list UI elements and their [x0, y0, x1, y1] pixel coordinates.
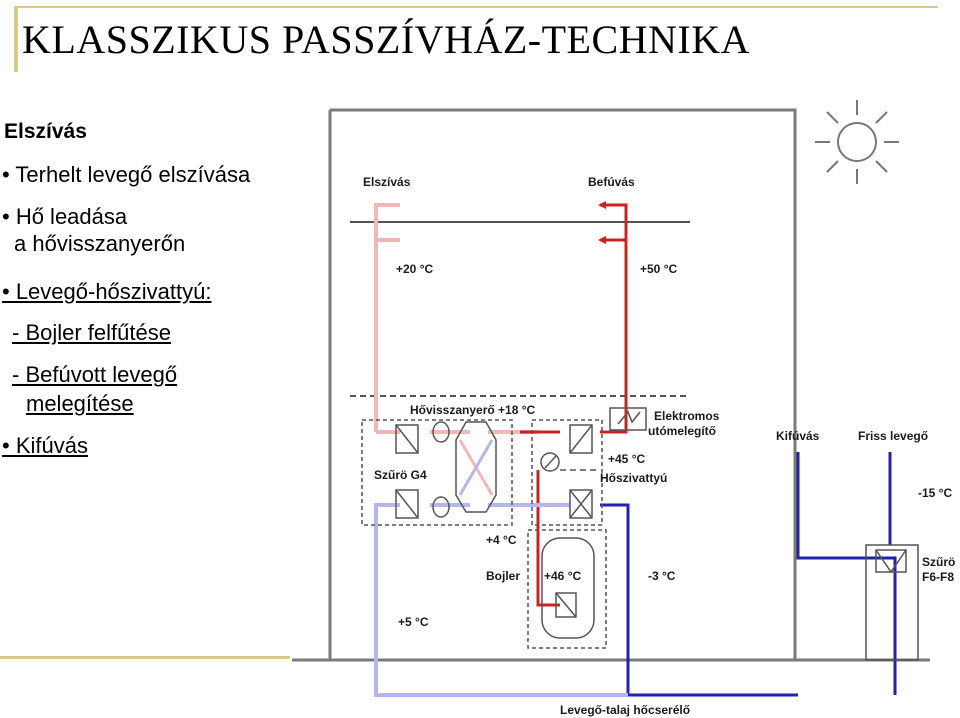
supply-air-duct — [520, 203, 628, 607]
temp-46: +46 °C — [544, 569, 581, 583]
temp-minus15: -15 °C — [918, 486, 952, 500]
bullet-bojler: - Bojler felfűtése — [12, 320, 171, 345]
sun-icon — [815, 100, 899, 184]
electric-heater-icon — [609, 407, 647, 431]
supply-arrows — [598, 201, 606, 244]
temp-50: +50 °C — [640, 262, 677, 276]
bullet-hoszivattyu: • Levegő-hőszivattyú: — [2, 279, 212, 304]
section-heading: Elszívás — [4, 120, 87, 143]
label-hoszivattyu: Hőszivattyú — [600, 471, 667, 485]
label-elektromos-1: Elektromos — [654, 409, 720, 423]
label-friss-levego: Friss levegő — [858, 429, 928, 443]
extract-air-duct — [374, 203, 538, 434]
label-hovisszanyero: Hővisszanyerő +18 °C — [410, 403, 536, 417]
bullet-terhelt: • Terhelt levegő elszívása — [2, 162, 251, 187]
label-szuro-f-1: Szűrö — [922, 555, 955, 569]
house-outline — [292, 108, 930, 662]
temp-minus3: -3 °C — [648, 569, 676, 583]
bullet-befuvott: - Befúvott levegő — [12, 362, 178, 387]
title-accent-bar — [14, 6, 18, 72]
bullet-befuvott-cont: melegítése — [26, 391, 134, 416]
label-szuro-f-2: F6-F8 — [922, 570, 954, 584]
temp-4: +4 °C — [486, 533, 517, 547]
bullet-ho-leadasa-cont: a hővisszanyerőn — [14, 231, 186, 256]
boiler-tank — [527, 529, 607, 649]
bullet-kifuvas: • Kifúvás — [2, 433, 88, 458]
page-title: KLASSZIKUS PASSZÍVHÁZ-TECHNIKA — [22, 17, 751, 62]
label-levego-talaj: Levegő-talaj hőcserélő — [560, 703, 690, 717]
temp-5: +5 °C — [398, 615, 429, 629]
label-befuvas: Befúvás — [588, 175, 635, 189]
top-decor-line — [18, 6, 938, 8]
heat-pump-unit — [531, 419, 603, 526]
temp-45: +45 °C — [608, 452, 645, 466]
label-elszivas: Elszívás — [363, 175, 411, 189]
outdoor-air-duct — [600, 452, 897, 697]
label-elektromos-2: utómelegítő — [648, 424, 716, 438]
outdoor-filter-box — [865, 544, 919, 661]
label-szuro-g4: Szűrö G4 — [374, 468, 427, 482]
heat-recovery-unit — [361, 419, 513, 526]
label-bojler: Bojler — [486, 569, 520, 583]
ground-heat-exchanger-duct — [374, 503, 628, 697]
label-kifuvas: Kifúvás — [776, 429, 820, 443]
bottom-decor-line — [0, 656, 290, 659]
temp-20: +20 °C — [396, 262, 433, 276]
bullet-ho-leadasa: • Hő leadása — [2, 204, 128, 229]
